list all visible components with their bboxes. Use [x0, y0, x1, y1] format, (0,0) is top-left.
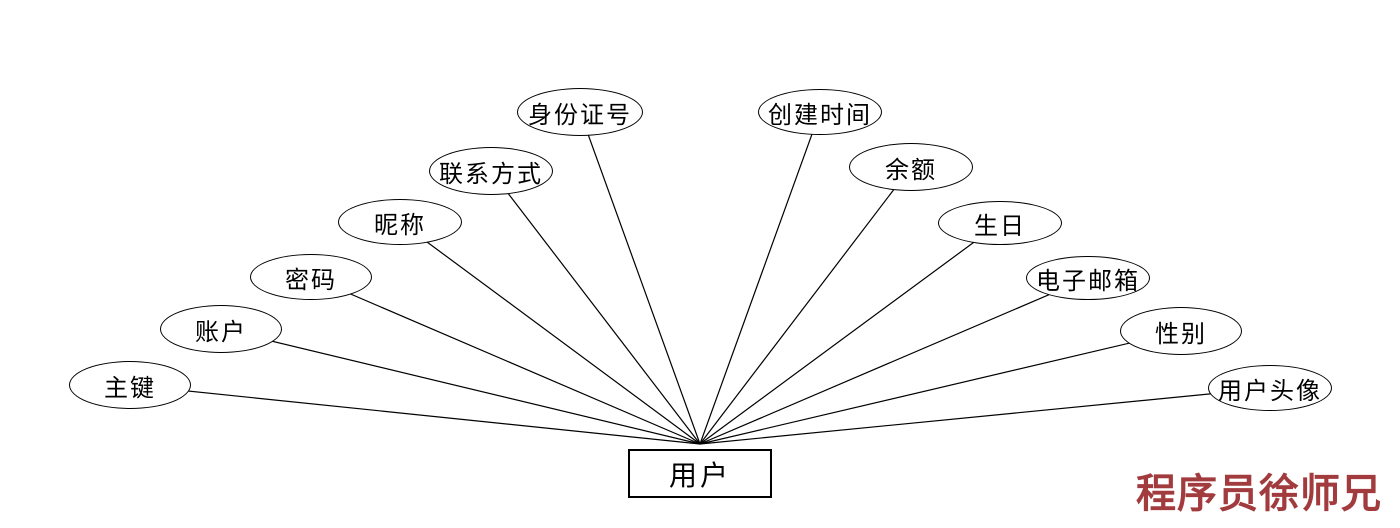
attribute-ellipse-gender: 性别	[1120, 307, 1242, 355]
attribute-label-id-number: 身份证号	[528, 101, 632, 129]
attribute-ellipse-email: 电子邮箱	[1026, 256, 1150, 300]
attribute-label-email: 电子邮箱	[1036, 267, 1140, 295]
connector-line-gender	[699, 330, 1182, 445]
connector-line-contact	[490, 170, 701, 445]
attribute-label-create-time: 创建时间	[768, 101, 872, 129]
connector-line-account	[220, 328, 701, 445]
connector-line-create-time	[699, 111, 821, 445]
attribute-ellipse-primary-key: 主键	[69, 361, 191, 409]
connector-line-nickname	[399, 221, 701, 445]
attribute-label-password: 密码	[285, 266, 337, 294]
attribute-ellipse-avatar: 用户头像	[1208, 365, 1332, 411]
attribute-ellipse-account: 账户	[160, 305, 282, 353]
connector-line-password	[310, 276, 701, 445]
connector-line-balance	[699, 166, 912, 445]
entity-label: 用户	[668, 459, 731, 491]
attribute-label-balance: 余额	[885, 156, 937, 184]
watermark-text: 程序员徐师兄	[1136, 471, 1382, 516]
attribute-ellipse-contact: 联系方式	[429, 147, 553, 195]
connector-line-avatar	[699, 387, 1271, 445]
attribute-label-contact: 联系方式	[439, 160, 543, 188]
attribute-ellipse-id-number: 身份证号	[517, 88, 643, 136]
attribute-ellipse-password: 密码	[250, 254, 372, 300]
connector-line-id-number	[579, 111, 701, 445]
entity-box: 用户	[628, 449, 772, 498]
attribute-label-primary-key: 主键	[104, 374, 156, 402]
attribute-ellipse-create-time: 创建时间	[758, 89, 882, 135]
attribute-label-nickname: 昵称	[374, 211, 426, 239]
attribute-label-gender: 性别	[1155, 320, 1207, 348]
attribute-label-account: 账户	[195, 318, 247, 346]
attribute-ellipse-balance: 余额	[849, 143, 973, 191]
attribute-ellipse-birthday: 生日	[938, 201, 1062, 245]
connector-line-email	[699, 277, 1089, 445]
connector-line-birthday	[699, 222, 1001, 445]
attribute-label-birthday: 生日	[974, 212, 1026, 240]
connector-line-primary-key	[129, 384, 701, 445]
attribute-label-avatar: 用户头像	[1218, 377, 1322, 405]
attribute-ellipse-nickname: 昵称	[338, 199, 462, 245]
